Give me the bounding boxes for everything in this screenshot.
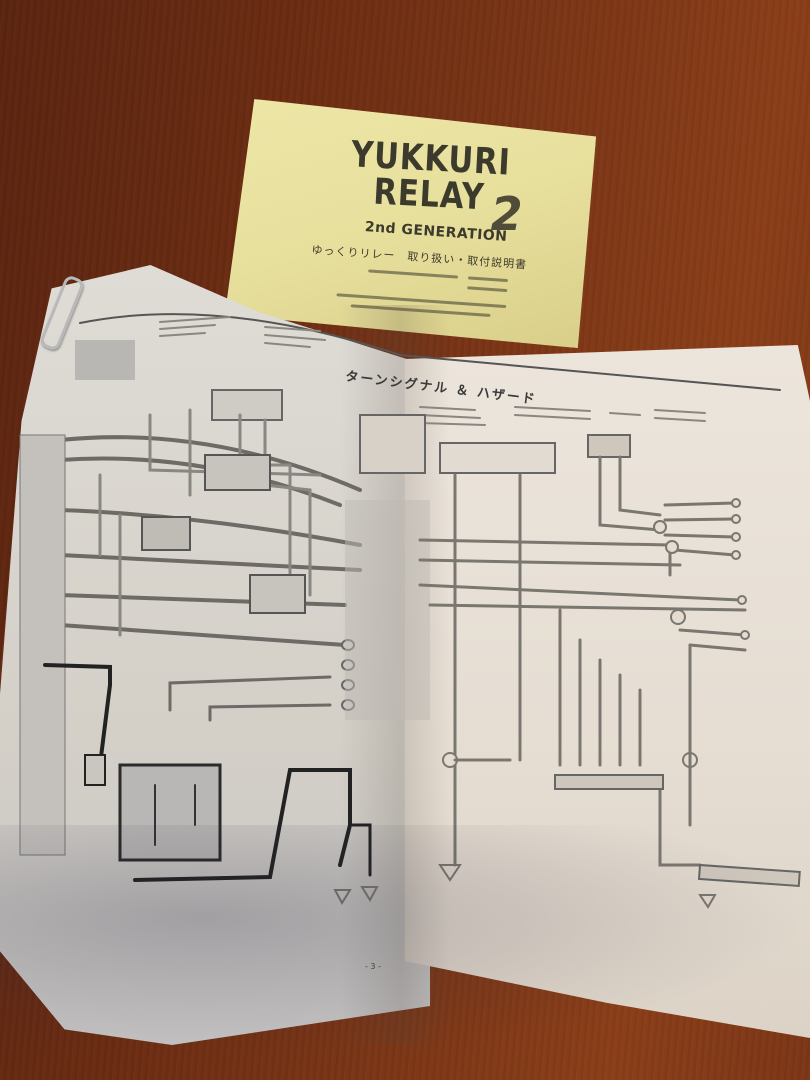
wiring-booklet: ターンシグナル ＆ ハザード - 3 - [0,265,810,1055]
wiring-diagram [19,313,801,909]
photo-shadow [0,825,810,1055]
page-number: - 3 - [365,962,381,971]
card-title-line2: RELAY [372,171,486,219]
